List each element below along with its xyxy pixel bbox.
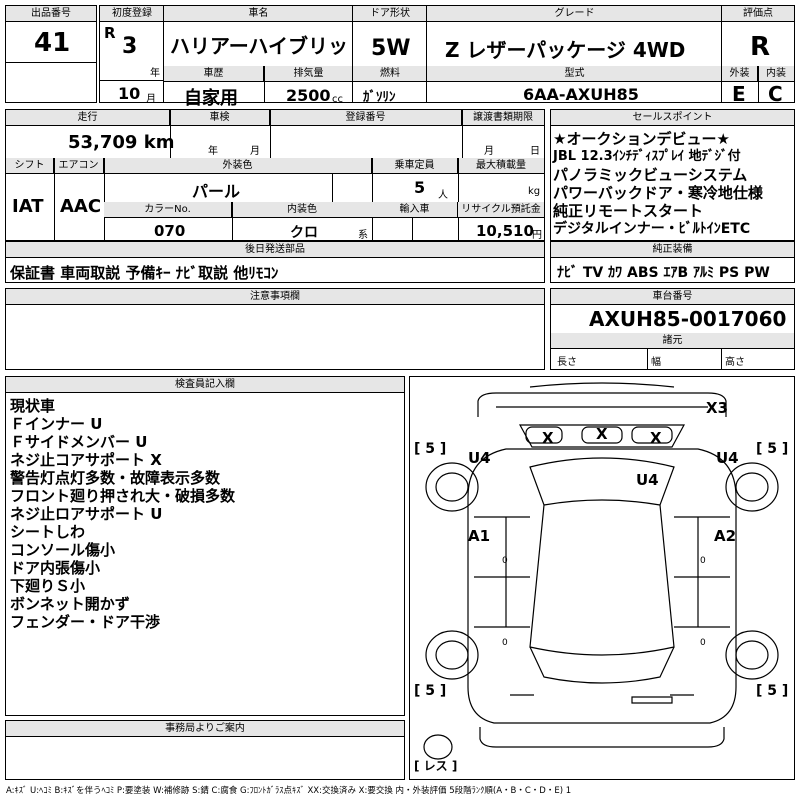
registration-month: 10 xyxy=(118,84,141,103)
score-box: 評価点 R 外装 内装 E C xyxy=(721,5,795,106)
legend: A:ｷｽﾞ U:ﾍｺﾐ B:ｷｽﾞを伴うﾍｺﾐ P:要塗装 W:補修跡 S:錆 … xyxy=(6,786,572,796)
notes-box: 注意事項欄 xyxy=(5,288,545,370)
displacement: 2500 xyxy=(286,86,331,105)
selling-points-list: ★オークションデビュー★ JBL 12.3ｲﾝﾁﾃﾞｨｽﾌﾟﾚｲ 地ﾃﾞｼﾞ付 … xyxy=(553,130,763,237)
svg-text:0: 0 xyxy=(502,638,508,648)
car-history: 自家用 xyxy=(184,88,238,109)
chassis-box: 車台番号 AXUH85-0017060 諸元 長さ 幅 高さ xyxy=(550,288,795,370)
registration-era: R xyxy=(104,24,116,42)
tread-front-right: [ 5 ] xyxy=(756,441,789,457)
equipment-list: ﾅﾋﾞ TV ｶﾜ ABS ｴｱB ｱﾙﾐ PS PW xyxy=(557,265,770,281)
door-type: 5W xyxy=(371,36,411,61)
spare-tire-label: [ レス ] xyxy=(414,759,458,773)
details-box: 走行 車検 登録番号 譲渡書類期限 53,709 km 年 月 月 日 シフト … xyxy=(5,109,545,241)
air-conditioner: AAC xyxy=(60,196,102,217)
mark-a1: A1 xyxy=(468,527,491,545)
door-box: ドア形状 5W 燃料 ｶﾞｿﾘﾝ xyxy=(352,5,428,105)
later-parts: 保証書 車両取説 予備ｷｰ ﾅﾋﾞ取説 他ﾘﾓｺﾝ xyxy=(10,264,279,282)
car-name: ハリアーハイブリッド xyxy=(170,34,368,58)
office-box: 事務局よりご案内 xyxy=(5,720,405,780)
equipment-box: 純正装備 ﾅﾋﾞ TV ｶﾜ ABS ｴｱB ｱﾙﾐ PS PW xyxy=(550,241,795,283)
interior-grade: C xyxy=(768,82,783,106)
mileage: 53,709 km xyxy=(68,132,175,153)
mark-x-center: X xyxy=(596,425,608,443)
grade: Z レザーパッケージ 4WD xyxy=(445,38,686,62)
lot-label: 出品番号 xyxy=(6,6,96,22)
svg-text:0: 0 xyxy=(700,556,706,566)
selling-points-box: セールスポイント ★オークションデビュー★ JBL 12.3ｲﾝﾁﾃﾞｨｽﾌﾟﾚ… xyxy=(550,109,795,241)
chassis-number: AXUH85-0017060 xyxy=(589,307,787,331)
inspector-box: 検査員記入欄 現状車 Ｆインナー U Ｆサイドメンバー U ネジ止コアサポート … xyxy=(5,376,405,716)
shift: IAT xyxy=(12,196,44,217)
tread-rear-left: [ 5 ] xyxy=(414,683,447,699)
mark-x-left: X xyxy=(542,429,554,447)
color-number: 070 xyxy=(154,222,186,240)
exterior-color: パール xyxy=(192,182,241,201)
name-box: 車名 ハリアーハイブリッド 車歴 排気量 自家用 2500 cc xyxy=(163,5,368,109)
model-code: 6AA-AXUH85 xyxy=(523,85,639,104)
later-parts-box: 後日発送部品 保証書 車両取説 予備ｷｰ ﾅﾋﾞ取説 他ﾘﾓｺﾝ xyxy=(5,241,545,283)
tread-rear-right: [ 5 ] xyxy=(756,683,789,699)
interior-color: クロ xyxy=(290,225,318,241)
score: R xyxy=(750,32,771,62)
registration-box: 初度登録 R 3 年 10 月 xyxy=(99,5,165,105)
name-label: 車名 xyxy=(164,6,353,22)
mark-u4-right: U4 xyxy=(716,449,739,467)
mark-a2: A2 xyxy=(714,527,737,545)
registration-year: 3 xyxy=(122,34,138,59)
exterior-grade: E xyxy=(732,82,746,106)
tread-front-left: [ 5 ] xyxy=(414,441,447,457)
capacity: 5 xyxy=(414,178,426,197)
mark-u4-left: U4 xyxy=(468,449,491,467)
lot-number: 41 xyxy=(34,28,71,58)
car-diagram: 0 0 0 0 xyxy=(423,382,779,760)
registration-label: 初度登録 xyxy=(100,6,164,22)
grade-box: グレード Z レザーパッケージ 4WD 型式 6AA-AXUH85 xyxy=(426,5,723,104)
svg-text:0: 0 xyxy=(700,638,706,648)
svg-text:0: 0 xyxy=(502,556,508,566)
car-diagram-box: 0 0 0 0 [ 5 ] [ 5 ] [ 5 ] [ 5 ] [ レス ] X… xyxy=(409,376,795,780)
mark-u4-center: U4 xyxy=(636,471,659,489)
fuel: ｶﾞｿﾘﾝ xyxy=(363,90,396,105)
mark-x3: X3 xyxy=(706,399,729,417)
lot-box: 出品番号 41 xyxy=(5,5,97,103)
inspector-notes: 現状車 Ｆインナー U Ｆサイドメンバー U ネジ止コアサポート X 警告灯点灯… xyxy=(10,397,236,631)
mark-x-right: X xyxy=(650,429,662,447)
recycle-deposit: 10,510 xyxy=(476,222,534,240)
